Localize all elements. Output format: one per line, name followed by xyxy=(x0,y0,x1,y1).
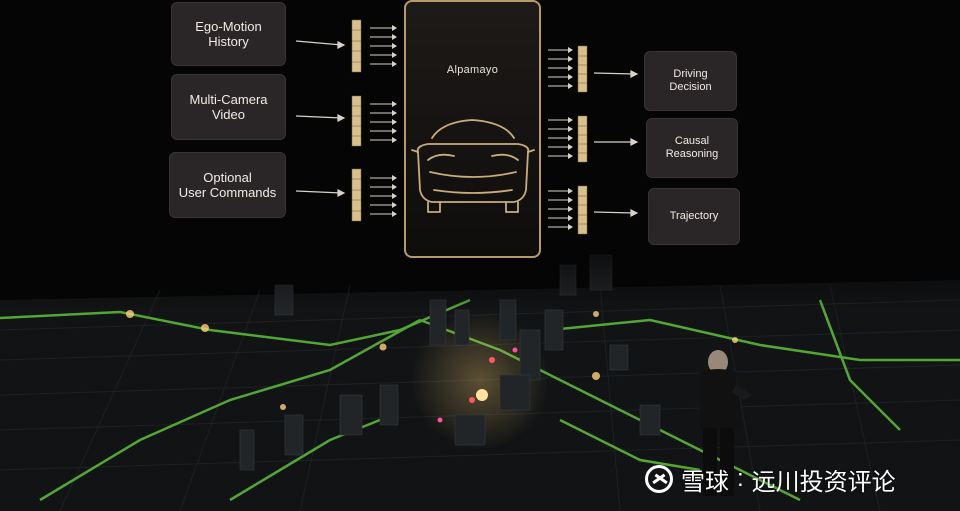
city-lights xyxy=(126,310,738,423)
token-dividers xyxy=(352,29,587,225)
output-box-driving-decision: Driving Decision xyxy=(644,51,737,111)
output-arrows xyxy=(593,70,639,217)
input-label: Ego-Motion History xyxy=(195,19,262,49)
fan-in-arrowheads xyxy=(392,25,397,217)
output-label: Trajectory xyxy=(669,210,719,222)
watermark-platform: 雪球 xyxy=(681,468,729,496)
input-box-ego-motion-history: Ego-Motion History xyxy=(171,2,286,66)
xueqiu-logo-icon xyxy=(645,465,673,493)
output-box-causal-reasoning: Causal Reasoning xyxy=(646,118,738,178)
watermark-account: 远川投资评论 xyxy=(751,468,896,496)
input-box-multi-camera-video: Multi-Camera Video xyxy=(171,74,286,140)
fan-out-arrowheads xyxy=(568,47,573,230)
input-box-optional-user-commands: Optional User Commands xyxy=(169,152,286,218)
output-label: Causal Reasoning xyxy=(665,135,719,160)
output-box-trajectory: Trajectory xyxy=(648,188,740,245)
input-label: Multi-Camera Video xyxy=(189,92,268,122)
fan-out-arrows xyxy=(548,49,570,228)
fan-in-arrows xyxy=(370,27,394,215)
presenter-figure xyxy=(700,350,752,496)
input-arrows xyxy=(295,40,346,197)
watermark-separator: : xyxy=(737,465,744,492)
model-title: Alpamayo xyxy=(446,64,499,76)
car-outline-icon xyxy=(411,119,535,213)
output-label: Driving Decision xyxy=(669,68,712,93)
xueqiu-watermark: 雪球 : 远川投资评论 xyxy=(645,464,896,496)
input-label: Optional User Commands xyxy=(178,170,277,200)
alpamayo-model-card: Alpamayo xyxy=(404,0,541,258)
token-columns xyxy=(351,19,588,235)
